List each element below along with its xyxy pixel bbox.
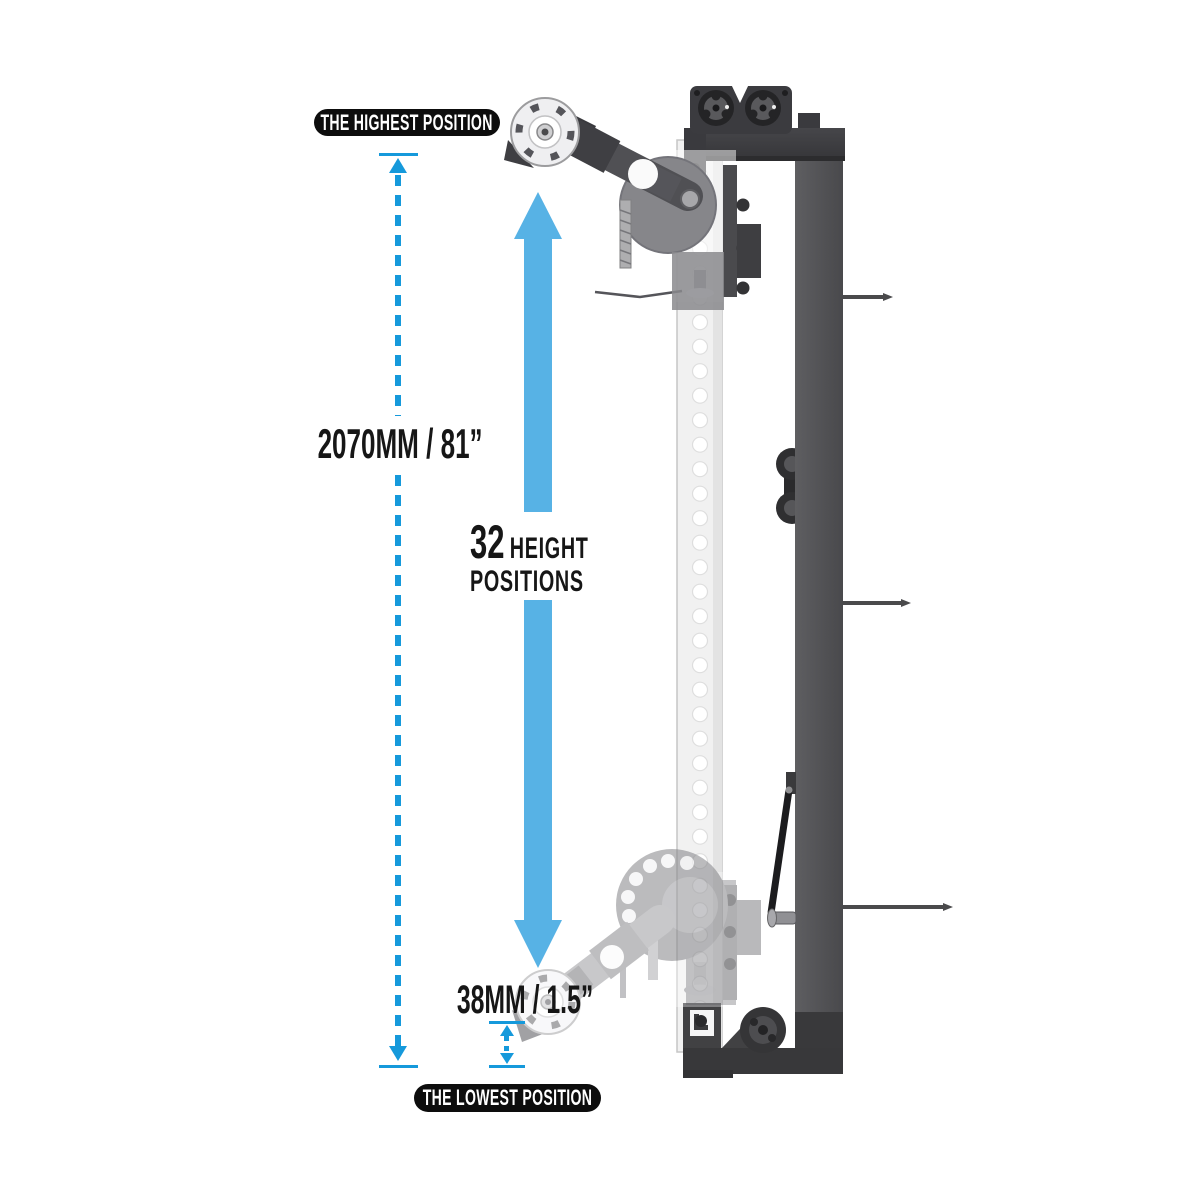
positions-word-positions: POSITIONS — [470, 565, 584, 598]
measure-dashed-line — [395, 175, 401, 1046]
measure-tick-bottom — [379, 1065, 418, 1068]
min-height-value: 38MM / 1.5” — [456, 978, 594, 1022]
small-tick-top — [489, 1021, 525, 1024]
top-carriage-mechanism — [504, 97, 761, 310]
height-positions-caption: 32 HEIGHT POSITIONS — [470, 518, 650, 597]
total-height-underlay — [312, 416, 492, 466]
measure-arrow-down-icon — [389, 1046, 407, 1061]
total-height-value: 2070MM / 81” — [317, 420, 483, 467]
swivel-pulley-head — [504, 97, 580, 168]
highest-position-label: THE HIGHEST POSITION — [314, 109, 500, 136]
trolley-pulley-left — [698, 90, 734, 126]
positions-count: 32 — [470, 515, 505, 568]
small-arrow-down-icon — [500, 1053, 514, 1064]
small-tick-bottom — [489, 1065, 525, 1068]
lowest-position-label: THE LOWEST POSITION — [414, 1084, 601, 1112]
ghost-carriage-mechanism — [512, 849, 761, 1042]
positions-underlay — [462, 512, 608, 600]
measure-tick-top — [379, 153, 418, 156]
side-pegs — [843, 293, 953, 911]
base-foot — [683, 1003, 843, 1078]
positions-word-height: HEIGHT — [509, 532, 589, 565]
small-arrow-up-icon — [500, 1025, 514, 1036]
top-trolley — [690, 84, 792, 134]
pull-pin-rod — [767, 772, 797, 928]
trolley-pulley-right — [745, 90, 781, 126]
range-arrow-up-icon — [514, 192, 562, 239]
range-arrow-down-icon — [514, 920, 562, 968]
small-dotted-line — [504, 1036, 509, 1056]
measure-arrow-up-icon — [389, 158, 407, 173]
